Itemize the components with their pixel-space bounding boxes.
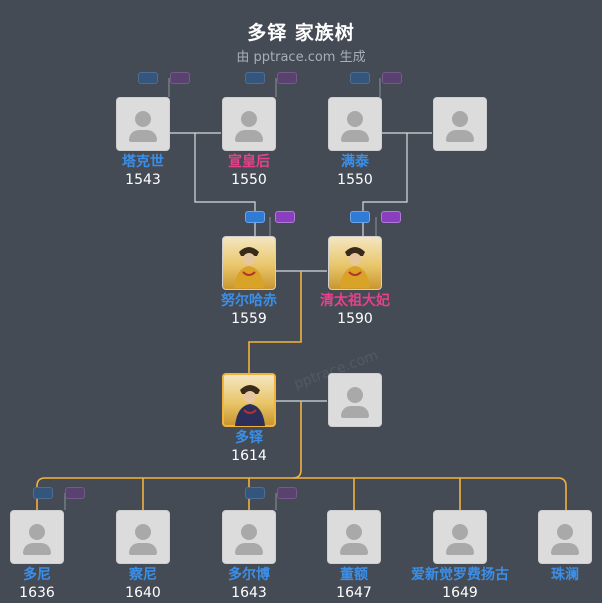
person-silhouette-icon bbox=[557, 524, 573, 540]
person-card[interactable] bbox=[222, 373, 276, 427]
person-silhouette-body bbox=[551, 543, 579, 555]
person-name: 察尼 bbox=[129, 567, 157, 583]
person-birth-year: 1640 bbox=[125, 585, 161, 601]
person-name: 多尼 bbox=[23, 567, 51, 583]
person-card[interactable] bbox=[328, 236, 382, 290]
person-name: 多铎 bbox=[235, 430, 263, 446]
person-card[interactable] bbox=[433, 510, 487, 564]
expand-mother-toggle[interactable] bbox=[381, 211, 401, 223]
person-card[interactable] bbox=[328, 97, 382, 151]
person-silhouette-icon bbox=[452, 111, 468, 127]
expand-mother-toggle[interactable] bbox=[170, 72, 190, 84]
person-card[interactable] bbox=[222, 236, 276, 290]
person-card[interactable] bbox=[222, 97, 276, 151]
person-name: 珠澜 bbox=[551, 567, 579, 583]
person-name: 宣皇后 bbox=[228, 154, 270, 170]
person-card[interactable] bbox=[10, 510, 64, 564]
expand-father-toggle[interactable] bbox=[245, 211, 265, 223]
children-bus-line bbox=[36, 477, 567, 510]
person-silhouette-icon bbox=[452, 524, 468, 540]
person-name: 努尔哈赤 bbox=[221, 293, 277, 309]
expand-father-toggle[interactable] bbox=[33, 487, 53, 499]
page-title: 多铎 家族树 bbox=[247, 22, 355, 44]
person-birth-year: 1614 bbox=[231, 448, 267, 464]
person-birth-year: 1647 bbox=[336, 585, 372, 601]
expand-mother-toggle[interactable] bbox=[277, 72, 297, 84]
person-card[interactable] bbox=[538, 510, 592, 564]
page-subtitle: 由 pptrace.com 生成 bbox=[236, 50, 366, 65]
expand-mother-toggle[interactable] bbox=[277, 487, 297, 499]
person-card[interactable] bbox=[116, 97, 170, 151]
person-name: 清太祖大妃 bbox=[320, 293, 390, 309]
person-birth-year: 1649 bbox=[442, 585, 478, 601]
person-silhouette-body bbox=[235, 130, 263, 142]
person-silhouette-icon bbox=[135, 524, 151, 540]
person-silhouette-body bbox=[235, 543, 263, 555]
person-silhouette-body bbox=[446, 130, 474, 142]
descent-line-dodo bbox=[248, 271, 302, 373]
person-birth-year: 1590 bbox=[337, 311, 373, 327]
person-silhouette-body bbox=[340, 543, 368, 555]
person-silhouette-icon bbox=[241, 524, 257, 540]
person-birth-year: 1550 bbox=[231, 172, 267, 188]
person-card[interactable] bbox=[328, 373, 382, 427]
person-silhouette-icon bbox=[346, 524, 362, 540]
expand-father-toggle[interactable] bbox=[350, 211, 370, 223]
portrait-icon bbox=[235, 385, 265, 426]
person-birth-year: 1559 bbox=[231, 311, 267, 327]
expand-mother-toggle[interactable] bbox=[382, 72, 402, 84]
person-silhouette-icon bbox=[347, 111, 363, 127]
portrait-icon bbox=[234, 247, 264, 288]
person-silhouette-body bbox=[341, 406, 369, 418]
person-card[interactable] bbox=[222, 510, 276, 564]
person-name: 董额 bbox=[340, 567, 368, 583]
person-silhouette-icon bbox=[347, 387, 363, 403]
person-card[interactable] bbox=[327, 510, 381, 564]
person-birth-year: 1550 bbox=[337, 172, 373, 188]
person-birth-year: 1643 bbox=[231, 585, 267, 601]
portrait-icon bbox=[340, 247, 370, 288]
expand-father-toggle[interactable] bbox=[350, 72, 370, 84]
person-silhouette-body bbox=[341, 130, 369, 142]
person-silhouette-icon bbox=[241, 111, 257, 127]
expand-mother-toggle[interactable] bbox=[275, 211, 295, 223]
person-card[interactable] bbox=[116, 510, 170, 564]
expand-father-toggle[interactable] bbox=[245, 72, 265, 84]
person-silhouette-body bbox=[129, 543, 157, 555]
person-name: 塔克世 bbox=[122, 154, 164, 170]
person-silhouette-icon bbox=[29, 524, 45, 540]
person-silhouette-body bbox=[23, 543, 51, 555]
person-name: 多尔博 bbox=[228, 567, 270, 583]
person-silhouette-body bbox=[129, 130, 157, 142]
person-silhouette-body bbox=[446, 543, 474, 555]
person-name: 爱新觉罗费扬古 bbox=[411, 567, 509, 583]
person-birth-year: 1543 bbox=[125, 172, 161, 188]
person-birth-year: 1636 bbox=[19, 585, 55, 601]
person-name: 满泰 bbox=[341, 154, 369, 170]
person-card[interactable] bbox=[433, 97, 487, 151]
expand-father-toggle[interactable] bbox=[245, 487, 265, 499]
person-silhouette-icon bbox=[135, 111, 151, 127]
expand-father-toggle[interactable] bbox=[138, 72, 158, 84]
expand-mother-toggle[interactable] bbox=[65, 487, 85, 499]
